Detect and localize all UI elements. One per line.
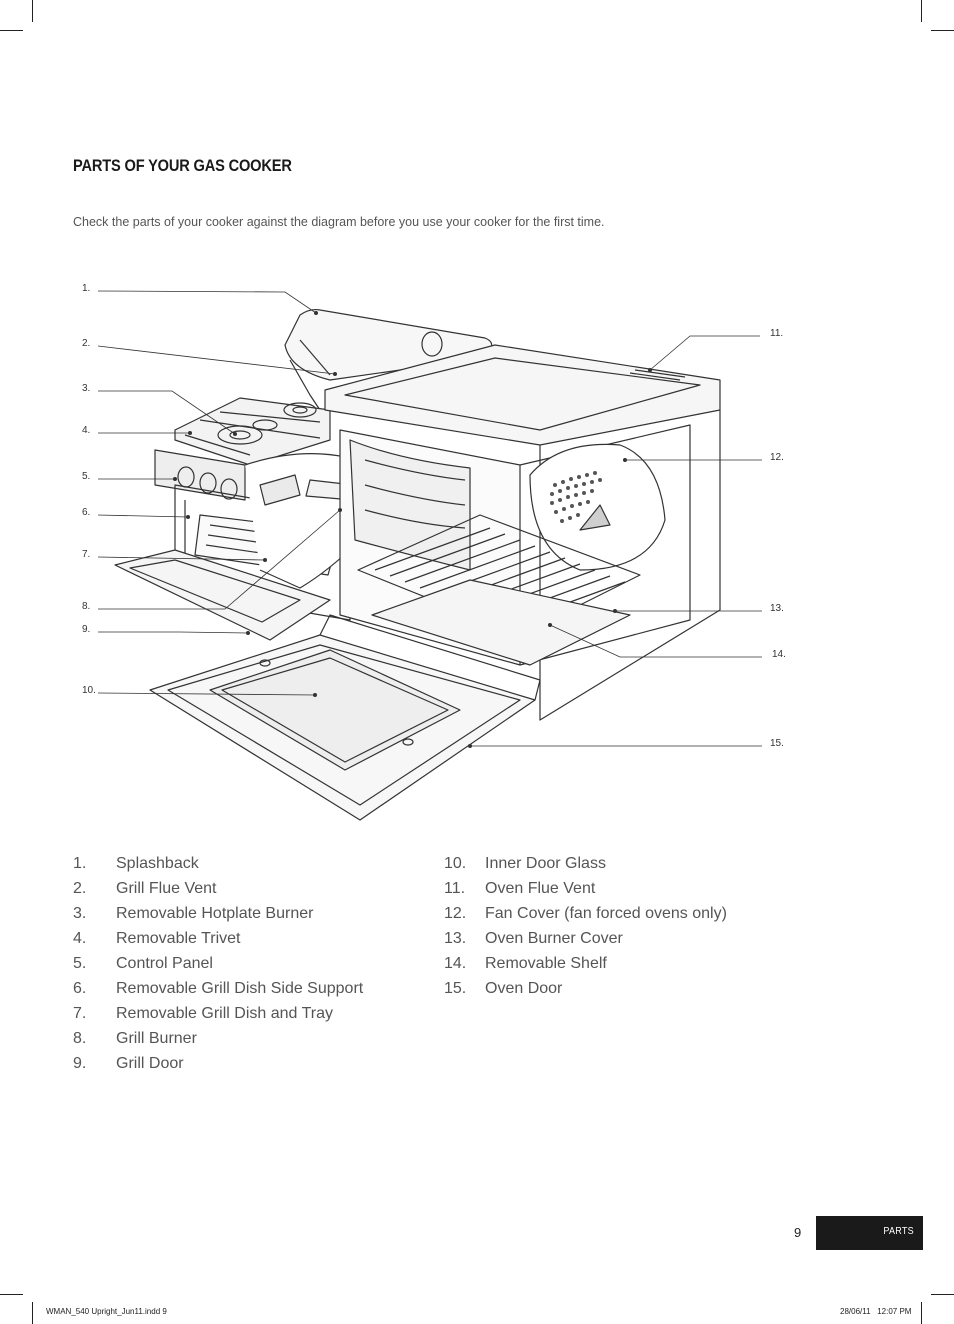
timestamp-slug: 28/06/11 12:07 PM — [840, 1307, 912, 1316]
callout-13: 13. — [770, 603, 784, 614]
list-item: 1. Splashback — [73, 855, 413, 880]
page-title: PARTS OF YOUR GAS COOKER — [73, 156, 292, 175]
intro-text: Check the parts of your cooker against t… — [73, 215, 605, 229]
page-number: 9 — [794, 1225, 802, 1240]
callout-3: 3. — [82, 383, 90, 394]
part-number: 11. — [444, 880, 466, 897]
part-number: 8. — [73, 1030, 87, 1047]
callout-12: 12. — [770, 452, 784, 463]
callout-5: 5. — [82, 471, 90, 482]
part-number: 3. — [73, 905, 87, 922]
list-item: 6. Removable Grill Dish Side Support — [73, 980, 413, 1005]
list-item: 14. Removable Shelf — [444, 955, 774, 980]
part-number: 9. — [73, 1055, 87, 1072]
part-label: Grill Burner — [116, 1030, 197, 1047]
section-tab-label: PARTS — [883, 1226, 914, 1237]
list-item: 15. Oven Door — [444, 980, 774, 1005]
section-tab: PARTS — [816, 1216, 923, 1250]
part-number: 5. — [73, 955, 87, 972]
part-label: Oven Flue Vent — [485, 880, 596, 897]
list-item: 9. Grill Door — [73, 1055, 413, 1080]
part-label: Removable Hotplate Burner — [116, 905, 314, 922]
part-number: 12. — [444, 905, 467, 922]
crop-mark — [32, 0, 33, 22]
callout-14: 14. — [772, 649, 786, 660]
crop-mark — [931, 30, 954, 31]
callout-10: 10. — [82, 685, 96, 696]
cooker-diagram: 1. 2. 3. 4. 5. 6. 7. 8. 9. 10. 11. 12. 1… — [82, 283, 786, 821]
list-item: 2. Grill Flue Vent — [73, 880, 413, 905]
crop-mark — [0, 1294, 23, 1295]
part-number: 7. — [73, 1005, 87, 1022]
callout-7: 7. — [82, 549, 90, 560]
crop-mark — [0, 30, 23, 31]
callout-2: 2. — [82, 338, 90, 349]
list-item: 4. Removable Trivet — [73, 930, 413, 955]
list-item: 3. Removable Hotplate Burner — [73, 905, 413, 930]
part-label: Grill Flue Vent — [116, 880, 217, 897]
callout-8: 8. — [82, 601, 90, 612]
callout-4: 4. — [82, 425, 90, 436]
part-number: 4. — [73, 930, 87, 947]
part-label: Removable Shelf — [485, 955, 607, 972]
callout-11: 11. — [770, 328, 783, 339]
list-item: 13. Oven Burner Cover — [444, 930, 774, 955]
list-item: 12. Fan Cover (fan forced ovens only) — [444, 905, 774, 930]
part-number: 14. — [444, 955, 467, 972]
list-item: 7. Removable Grill Dish and Tray — [73, 1005, 413, 1030]
crop-mark — [921, 0, 922, 22]
list-item: 8. Grill Burner — [73, 1030, 413, 1055]
part-label: Removable Grill Dish and Tray — [116, 1005, 333, 1022]
parts-list-right: 10. Inner Door Glass 11. Oven Flue Vent 12… — [444, 855, 774, 1005]
part-label: Removable Grill Dish Side Support — [116, 980, 364, 997]
file-slug: WMAN_540 Upright_Jun11.indd 9 — [46, 1307, 167, 1316]
part-number: 10. — [444, 855, 467, 872]
part-label: Fan Cover (fan forced ovens only) — [485, 905, 727, 922]
part-label: Control Panel — [116, 955, 213, 972]
list-item: 5. Control Panel — [73, 955, 413, 980]
crop-mark — [921, 1302, 922, 1324]
part-number: 1. — [73, 855, 87, 872]
part-label: Inner Door Glass — [485, 855, 606, 872]
callout-15: 15. — [770, 738, 784, 749]
crop-mark — [32, 1302, 33, 1324]
crop-mark — [931, 1294, 954, 1295]
part-label: Grill Door — [116, 1055, 184, 1072]
parts-list-left: 1. Splashback 2. Grill Flue Vent 3. Removab… — [73, 855, 413, 1080]
callout-1: 1. — [82, 283, 90, 294]
part-label: Oven Door — [485, 980, 563, 997]
part-label: Splashback — [116, 855, 199, 872]
list-item: 11. Oven Flue Vent — [444, 880, 774, 905]
part-number: 2. — [73, 880, 87, 897]
list-item: 10. Inner Door Glass — [444, 855, 774, 880]
callout-6: 6. — [82, 507, 90, 518]
part-label: Removable Trivet — [116, 930, 241, 947]
part-number: 13. — [444, 930, 467, 947]
callout-9: 9. — [82, 624, 90, 635]
part-number: 15. — [444, 980, 467, 997]
part-label: Oven Burner Cover — [485, 930, 623, 947]
part-number: 6. — [73, 980, 87, 997]
